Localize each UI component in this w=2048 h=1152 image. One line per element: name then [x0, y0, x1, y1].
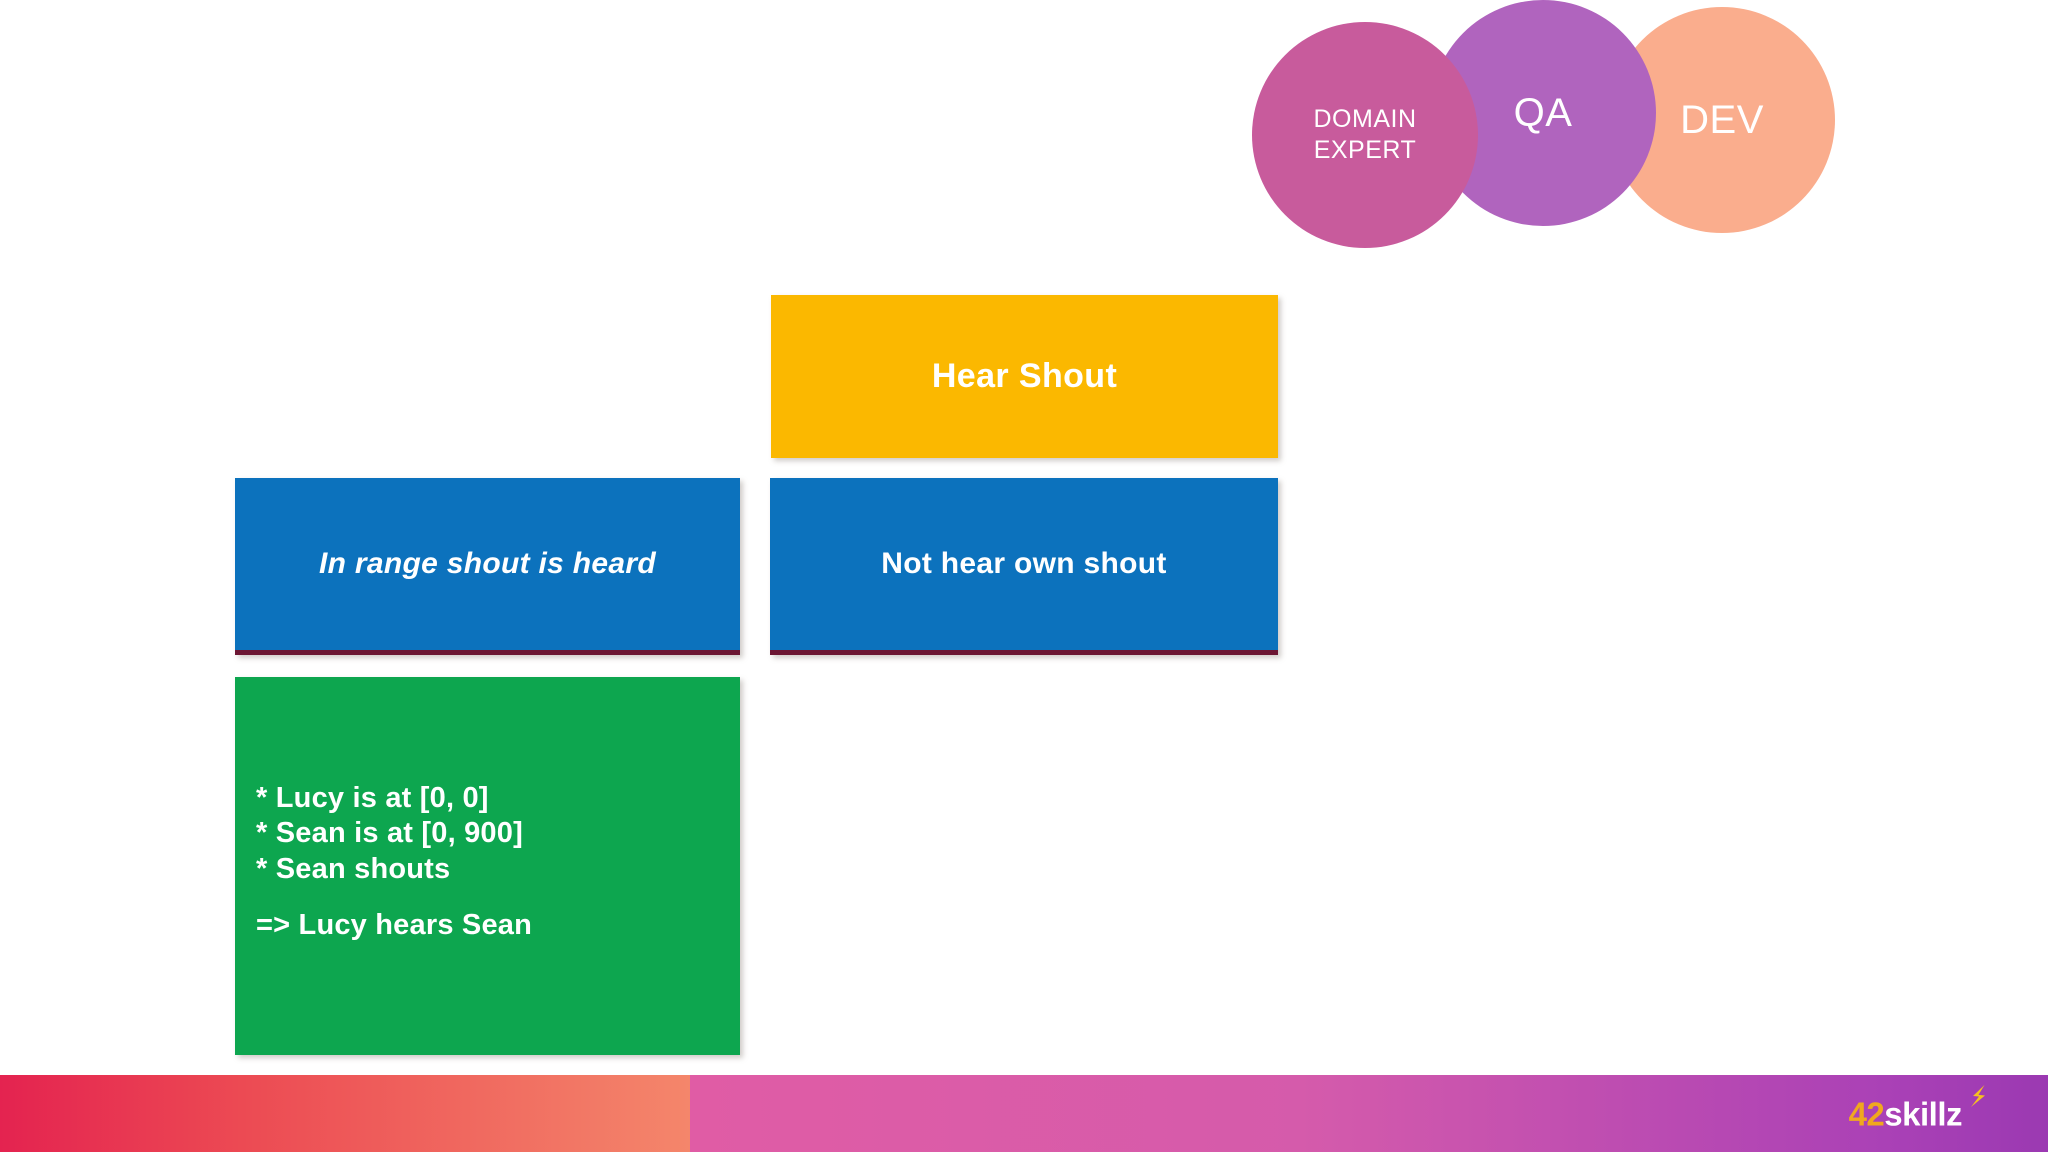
example-line: * Lucy is at [0, 0] [256, 781, 489, 814]
role-circle-domain-expert: DOMAIN EXPERT [1252, 22, 1478, 248]
scenario-card-in-range-shout-is-heard: In range shout is heard [235, 478, 740, 655]
example-line: * Sean shouts [256, 852, 451, 885]
feature-card-hear-shout: Hear Shout [771, 295, 1278, 458]
role-label-line1: DOMAIN [1313, 104, 1417, 133]
brand-logo-prefix: 42 [1848, 1095, 1885, 1132]
role-label-line2: EXPERT [1313, 136, 1417, 164]
feature-card-label: Hear Shout [931, 357, 1118, 395]
brand-logo-name: skillz [1884, 1095, 1962, 1132]
scenario-card-label: In range shout is heard [319, 547, 656, 580]
example-line-spacer [256, 887, 740, 908]
role-label-domain-expert: DOMAIN EXPERT [1314, 104, 1417, 167]
example-outcome-line: => Lucy hears Sean [256, 908, 533, 941]
scenario-card-not-hear-own-shout: Not hear own shout [770, 478, 1278, 655]
role-label-dev: DEV [1680, 98, 1764, 142]
example-card-body: * Lucy is at [0, 0] * Sean is at [0, 900… [256, 781, 740, 944]
footer-band-left-segment [0, 1075, 690, 1152]
lightning-bolt-icon [1964, 1083, 1988, 1116]
role-circle-group: DOMAIN EXPERT QA DEV [1252, 0, 1952, 260]
scenario-card-label: Not hear own shout [881, 547, 1167, 580]
example-line: * Sean is at [0, 900] [256, 817, 523, 850]
role-label-qa: QA [1513, 91, 1573, 135]
example-card-lucy-hears-sean: * Lucy is at [0, 0] * Sean is at [0, 900… [235, 677, 740, 1055]
